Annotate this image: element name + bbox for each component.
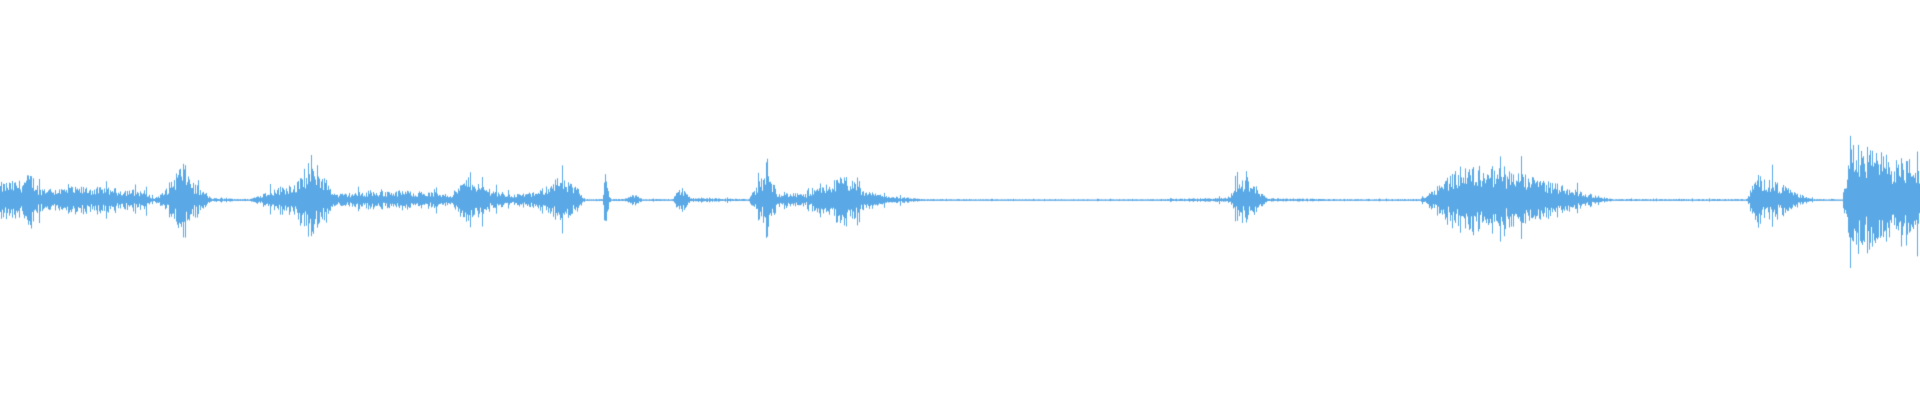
audio-waveform[interactable] — [0, 0, 1920, 400]
